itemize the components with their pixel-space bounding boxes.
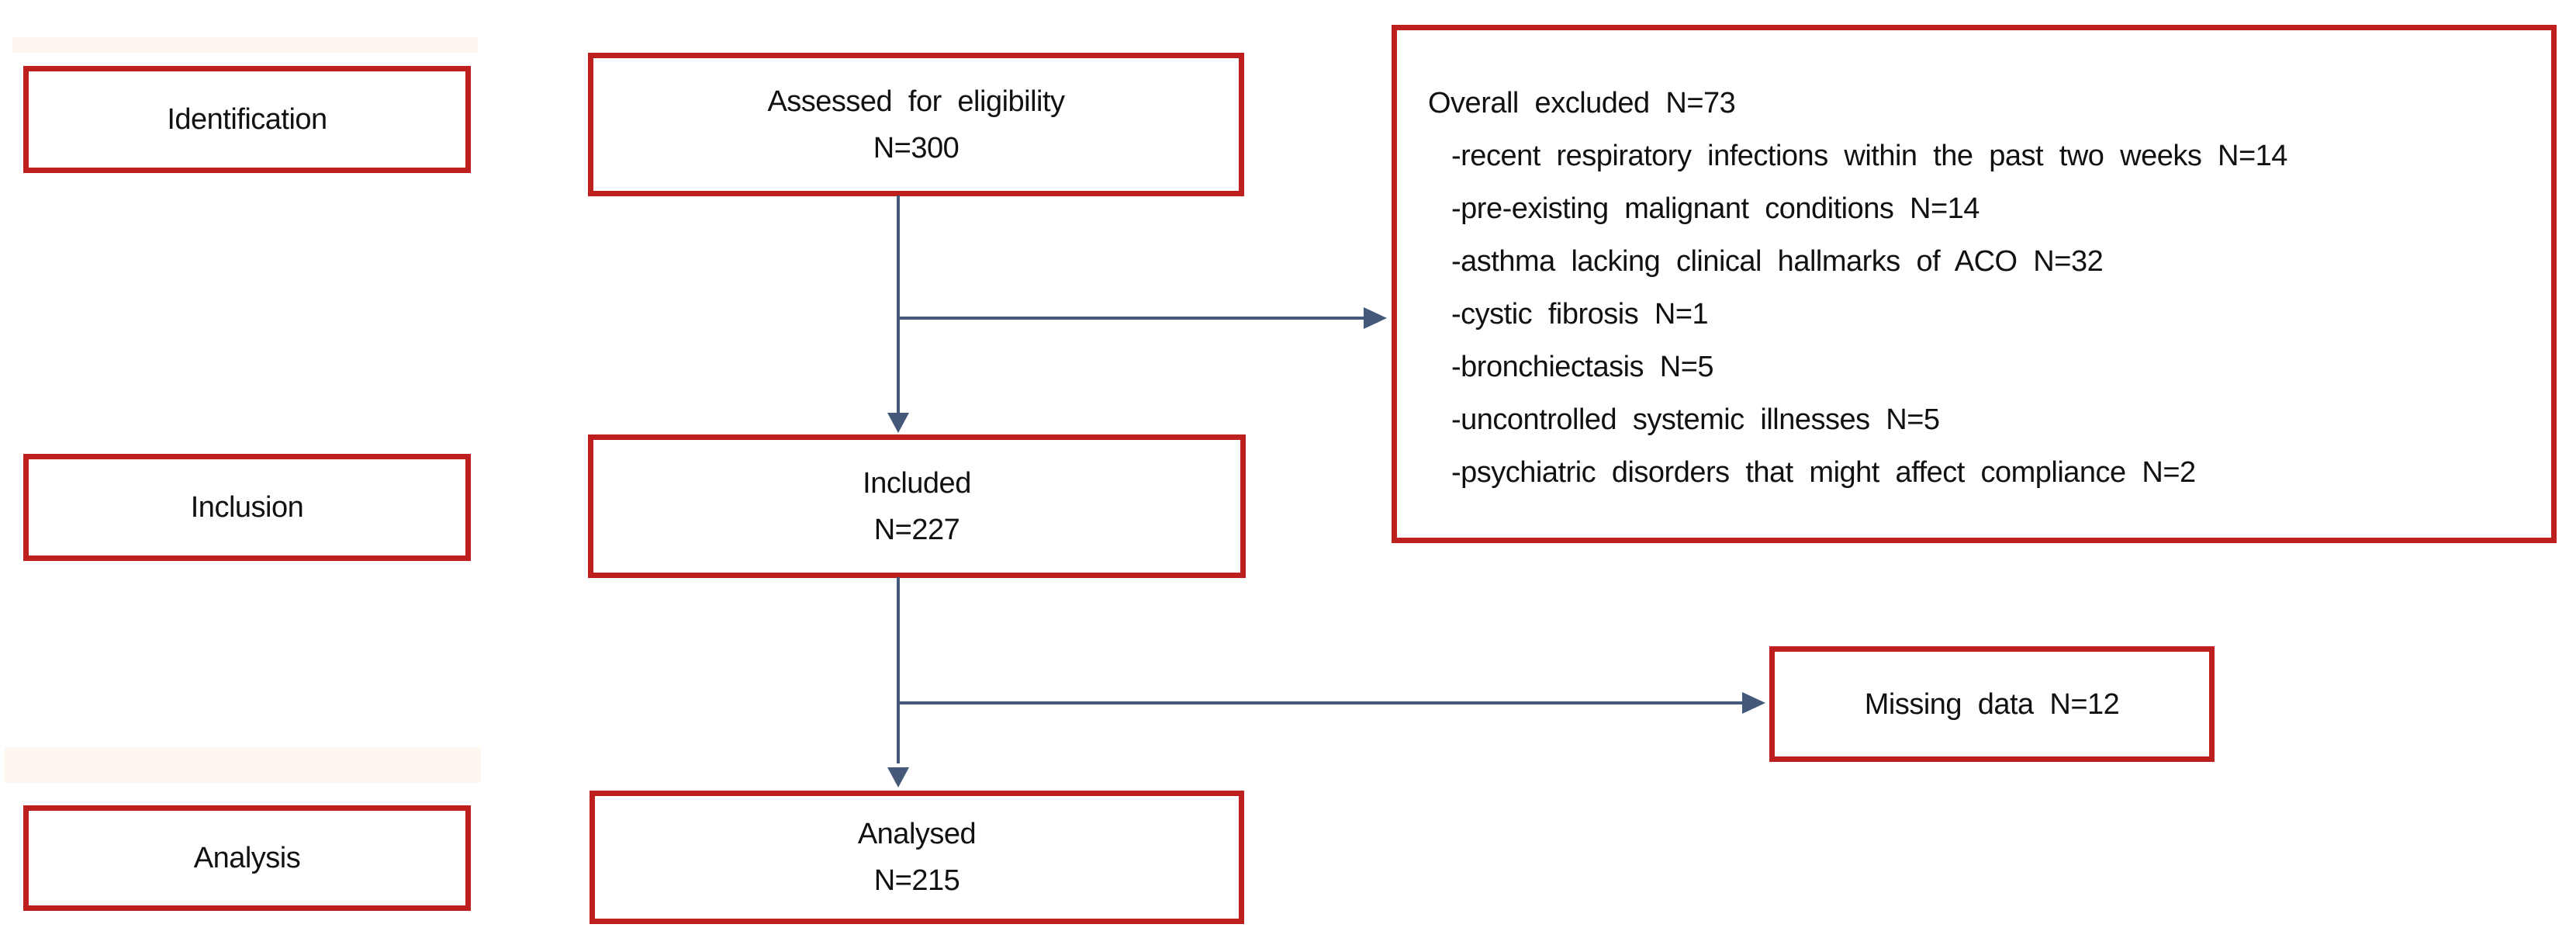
exclusion-box: Overall excluded N=73 -recent respirator… <box>1392 25 2557 543</box>
assessed-count: N=300 <box>873 131 960 164</box>
flow-box-included: Included N=227 <box>588 434 1246 578</box>
flow-box-assessed: Assessed for eligibility N=300 <box>588 53 1244 196</box>
stage-box-analysis: Analysis <box>23 805 471 911</box>
exclusion-item-psychiatric: -psychiatric disorders that might affect… <box>1451 456 2196 489</box>
analysed-title: Analysed <box>857 818 977 850</box>
stage-box-inclusion: Inclusion <box>23 454 471 561</box>
exclusion-item-cystic-fibrosis: -cystic fibrosis N=1 <box>1451 298 1709 331</box>
arrowhead-down-analysed <box>887 767 909 788</box>
exclusion-item-malignant: -pre-existing malignant conditions N=14 <box>1451 192 1980 225</box>
flow-box-analysed: Analysed N=215 <box>590 791 1244 924</box>
missing-data-label: Missing data N=12 <box>1864 687 2120 721</box>
stage-label-analysis: Analysis <box>193 842 301 874</box>
assessed-title: Assessed for eligibility <box>767 85 1065 118</box>
connector-included-to-analysed-line <box>897 577 900 763</box>
stage-box-identification: Identification <box>23 66 471 173</box>
stage-label-identification: Identification <box>167 103 327 136</box>
stage-label-inclusion: Inclusion <box>190 491 304 524</box>
connector-to-missing-line <box>898 701 1742 704</box>
included-count: N=227 <box>873 513 960 546</box>
exclusion-item-respiratory: -recent respiratory infections within th… <box>1451 140 2287 172</box>
arrowhead-right-exclusion <box>1364 307 1387 329</box>
arrowhead-down-included <box>887 413 909 433</box>
arrowhead-right-missing <box>1742 692 1765 714</box>
highlight-band-analysis <box>5 747 481 783</box>
exclusion-item-systemic-illness: -uncontrolled systemic illnesses N=5 <box>1451 403 1940 436</box>
connector-assessed-to-included-line <box>897 196 900 414</box>
missing-data-box: Missing data N=12 <box>1769 646 2215 762</box>
included-title: Included <box>863 466 971 500</box>
exclusion-item-bronchiectasis: -bronchiectasis N=5 <box>1451 351 1714 383</box>
connector-to-exclusion-line <box>898 317 1364 320</box>
analysed-count: N=215 <box>873 864 960 897</box>
highlight-band-top <box>12 37 478 53</box>
exclusion-header: Overall excluded N=73 <box>1428 87 1736 119</box>
exclusion-item-asthma-aco: -asthma lacking clinical hallmarks of AC… <box>1451 245 2104 278</box>
